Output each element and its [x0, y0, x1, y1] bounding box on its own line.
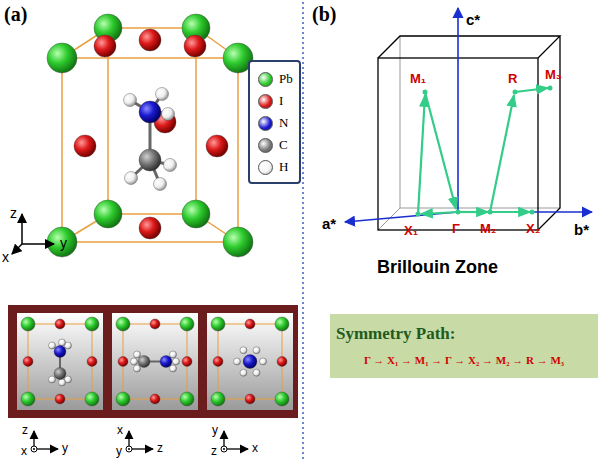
reciprocal-axes: [345, 8, 592, 222]
panel-label: (b): [312, 4, 336, 24]
legend-entry: H: [258, 156, 293, 178]
axis-label: a*: [322, 216, 336, 231]
legend-text: H: [279, 159, 288, 175]
axis-label: x: [252, 442, 258, 454]
axes: [12, 214, 54, 254]
axis-label: b*: [574, 222, 589, 237]
unit-cell: [47, 14, 253, 257]
symmetry-path: [418, 88, 548, 214]
caption-label: Brillouin Zone: [377, 258, 498, 276]
k-point-label: X₂: [526, 222, 540, 235]
path-box: Symmetry Path: Γ → X₁ → M₁ → Γ → X₂ → M₂ …: [330, 314, 598, 378]
axis-label: z: [10, 206, 17, 220]
k-point-label: X₁: [404, 224, 418, 237]
box-heading: Symmetry Path:: [336, 324, 592, 344]
k-point-label: M₁: [410, 72, 426, 85]
legend-entry: C: [258, 134, 293, 156]
axis-label: z: [157, 442, 163, 454]
legend-swatch: [258, 72, 273, 87]
legend-entry: I: [258, 90, 293, 112]
divider: [302, 2, 304, 459]
k-point-label: M₂: [480, 222, 497, 235]
legend: PbINCH: [248, 60, 301, 184]
legend-text: C: [279, 137, 288, 153]
legend-swatch: [258, 116, 273, 131]
legend-text: Pb: [279, 71, 293, 87]
legend-entry: Pb: [258, 68, 293, 90]
axis-label: c*: [466, 12, 480, 27]
k-point-label: Γ: [452, 222, 460, 235]
legend-text: I: [279, 93, 283, 109]
brillouin-cube: [378, 36, 560, 230]
legend-swatch: [258, 160, 273, 175]
axis-label: y: [60, 236, 67, 250]
axis-label: y: [212, 424, 218, 436]
axis-label: y: [116, 445, 122, 457]
axis-label: z: [22, 424, 28, 436]
axis-label: x: [21, 445, 27, 457]
legend-text: N: [279, 115, 288, 131]
k-point-label: M₃: [545, 68, 562, 81]
axis-label: x: [117, 424, 123, 436]
k-point-label: R: [508, 72, 517, 85]
k-points: [416, 86, 553, 217]
panel-frame: [8, 305, 298, 418]
legend-swatch: [258, 94, 273, 109]
axis-label: x: [2, 250, 9, 264]
path-text: Γ → X₁ → M₁ → Γ → X₂ → M₂ → R → M₃: [336, 354, 592, 366]
axis-label: y: [62, 442, 68, 454]
panel-label: (a): [4, 4, 27, 24]
axis-label: z: [211, 445, 217, 457]
projections: [17, 313, 293, 410]
legend-swatch: [258, 138, 273, 153]
legend-entry: N: [258, 112, 293, 134]
